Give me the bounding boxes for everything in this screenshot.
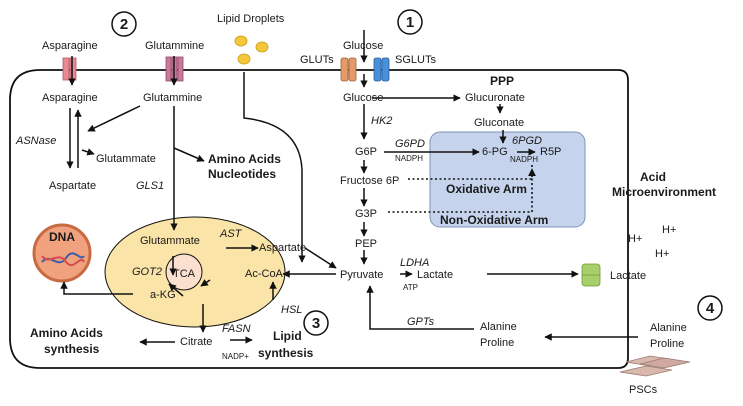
badge-1: 1 <box>397 9 423 35</box>
aa-synthesis-label-1: Amino Acids <box>30 326 103 340</box>
aa-nucleotides-label-2: Nucleotides <box>208 167 276 181</box>
gls1-label: GLS1 <box>136 180 164 192</box>
dna-badge <box>32 223 92 283</box>
badge-4-label: 4 <box>706 300 715 317</box>
aspartate-1-label: Aspartate <box>49 180 96 192</box>
badge-4: 4 <box>697 295 723 321</box>
pep-label: PEP <box>355 238 377 250</box>
dotted-arrows <box>388 165 536 213</box>
dna-label: DNA <box>49 230 75 244</box>
pyruvate-label: Pyruvate <box>340 269 383 281</box>
pscs-icon <box>619 355 691 377</box>
ast-label: AST <box>219 228 243 240</box>
asnase-label: ASNase <box>15 135 56 147</box>
glucose-label: Glucose <box>343 92 383 104</box>
gluts-label: GLUTs <box>300 54 334 66</box>
lipid-synthesis-label-2: synthesis <box>258 346 314 360</box>
gluconate-label: Gluconate <box>474 117 524 129</box>
glucose-ext-label: Glucose <box>343 40 383 52</box>
lipid-droplets-icon <box>234 35 269 65</box>
gpts-label: GPTs <box>407 316 435 328</box>
nadph-1-label: NADPH <box>395 154 423 163</box>
gluts-transporter <box>340 57 357 82</box>
six-pg-label: 6-PG <box>482 146 508 158</box>
glutammate-1-label: Glutammate <box>96 153 156 165</box>
lactate-out-label: Lactate <box>610 270 646 282</box>
oxidative-arm-label: Oxidative Arm <box>446 182 527 196</box>
alanine-in-label: Alanine <box>480 321 517 333</box>
nadph-2-label: NADPH <box>510 155 538 164</box>
got2-label: GOT2 <box>132 266 162 278</box>
aspartate-2-label: Aspartate <box>259 242 306 254</box>
asparagine-transporter <box>62 57 77 81</box>
g3p-label: G3P <box>355 208 377 220</box>
tca-circle <box>165 253 203 291</box>
lactate-in-label: Lactate <box>417 269 453 281</box>
fasn-label: FASN <box>222 323 251 335</box>
r5p-label: R5P <box>540 146 561 158</box>
hplus-label-1: H+ <box>662 224 676 236</box>
sgluts-label: SGLUTs <box>395 54 436 66</box>
ldha-label: LDHA <box>400 257 429 269</box>
badge-2-label: 2 <box>120 16 128 33</box>
proline-in-label: Proline <box>480 337 514 349</box>
cell-membrane <box>9 69 629 369</box>
arrows <box>60 30 638 346</box>
g6p-label: G6P <box>355 146 377 158</box>
aa-synthesis-label-2: synthesis <box>44 342 100 356</box>
citrate-label: Citrate <box>180 336 212 348</box>
non-oxidative-arm-label: Non-Oxidative Arm <box>440 213 548 227</box>
sixpgd-label: 6PGD <box>512 135 542 147</box>
nadp-plus-label: NADP+ <box>222 352 249 361</box>
sgluts-transporter <box>373 57 390 82</box>
hsl-label: HSL <box>281 304 302 316</box>
ppp-label: PPP <box>490 74 514 88</box>
labels: Lipid Droplets Asparagine Glutammine Glu… <box>15 13 716 396</box>
asparagine-ext-label: Asparagine <box>42 40 98 52</box>
asparagine-label: Asparagine <box>42 92 98 104</box>
glutamine-label: Glutammine <box>143 92 202 104</box>
pscs-label: PSCs <box>629 384 658 396</box>
badge-2: 2 <box>111 11 137 37</box>
alanine-out-label: Alanine <box>650 322 687 334</box>
atp-label: ATP <box>403 283 418 292</box>
g6pd-label: G6PD <box>395 138 425 150</box>
ac-coa-label: Ac-CoA <box>245 268 284 280</box>
badge-3: 3 <box>303 310 329 336</box>
glutammate-2-label: Glutammate <box>140 235 200 247</box>
lactate-transporter <box>581 263 601 287</box>
hk2-label: HK2 <box>371 115 392 127</box>
fructose6p-label: Fructose 6P <box>340 175 399 187</box>
akg-label: a-KG <box>150 289 176 301</box>
acid-label-1: Acid <box>640 170 666 184</box>
badge-1-label: 1 <box>406 14 414 31</box>
proline-out-label: Proline <box>650 338 684 350</box>
tca-label: TCA <box>173 268 196 280</box>
glutamine-ext-label: Glutammine <box>145 40 204 52</box>
lipid-synthesis-label-1: Lipid <box>273 329 302 343</box>
badge-3-label: 3 <box>312 315 320 332</box>
hplus-label-2: H+ <box>628 233 642 245</box>
aa-nucleotides-label-1: Amino Acids <box>208 152 281 166</box>
glucuronate-label: Glucuronate <box>465 92 525 104</box>
acid-label-2: Microenvironment <box>612 185 716 199</box>
lipid-droplets-label: Lipid Droplets <box>217 13 285 25</box>
hplus-label-3: H+ <box>655 248 669 260</box>
